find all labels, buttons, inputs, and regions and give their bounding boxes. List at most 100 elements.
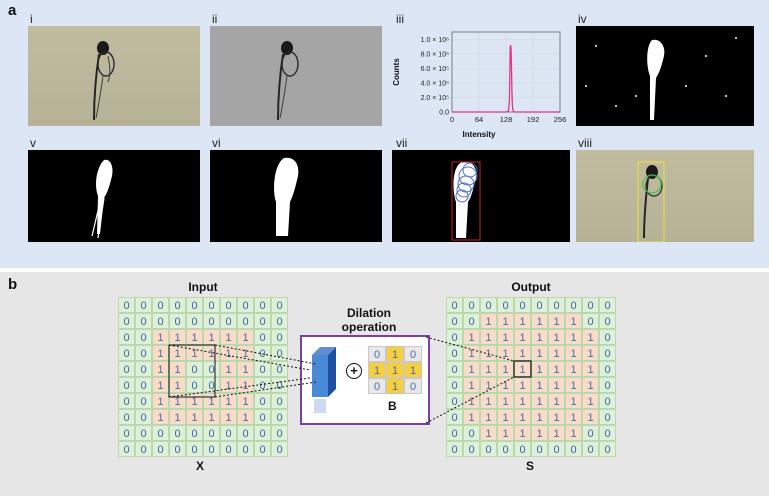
input-matrix-cell: 0 [271, 313, 288, 329]
output-matrix-cell: 0 [565, 441, 582, 457]
input-matrix-cell: 0 [220, 441, 237, 457]
output-matrix-cell: 1 [548, 329, 565, 345]
input-matrix-cell: 0 [135, 377, 152, 393]
input-matrix-cell: 1 [169, 409, 186, 425]
input-matrix-cell: 1 [152, 409, 169, 425]
output-matrix-cell: 1 [463, 361, 480, 377]
input-matrix-cell: 0 [135, 329, 152, 345]
oplus-icon: + [346, 363, 362, 379]
larva-detection-graphic [451, 161, 481, 241]
panel-a-letter: a [8, 2, 17, 19]
output-matrix-cell: 1 [480, 329, 497, 345]
cleaned-image [28, 150, 200, 242]
histogram-series-line [452, 45, 560, 113]
output-matrix-cell: 0 [582, 313, 599, 329]
input-matrix-cell: 0 [135, 393, 152, 409]
input-matrix-cell: 1 [169, 361, 186, 377]
histogram-x-tick-label: 192 [527, 115, 540, 124]
output-matrix-cell: 1 [582, 329, 599, 345]
output-matrix-cell: 1 [497, 377, 514, 393]
input-matrix-cell: 0 [254, 425, 271, 441]
eye-circle-green [642, 174, 662, 194]
output-matrix-cell: 1 [497, 425, 514, 441]
input-matrix-cell: 0 [118, 313, 135, 329]
input-matrix-cell: 0 [118, 345, 135, 361]
input-matrix-cell: 1 [220, 329, 237, 345]
larva-result-graphic [637, 161, 665, 242]
output-matrix-cell: 1 [514, 345, 531, 361]
input-matrix-cell: 1 [203, 393, 220, 409]
input-matrix-cell: 1 [186, 393, 203, 409]
larva-threshold-graphic [585, 37, 737, 120]
input-matrix-cell: 1 [152, 361, 169, 377]
kernel-cell: 1 [386, 362, 404, 378]
input-matrix-cell: 0 [152, 297, 169, 313]
output-matrix-cell: 0 [497, 297, 514, 313]
output-matrix-cell: 0 [548, 441, 565, 457]
input-matrix-cell: 0 [271, 329, 288, 345]
output-matrix-cell: 0 [599, 377, 616, 393]
input-matrix-cell: 0 [152, 425, 169, 441]
output-title: Output [511, 280, 551, 294]
histogram-x-tick-label: 64 [475, 115, 483, 124]
output-matrix-cell: 1 [497, 345, 514, 361]
input-matrix-cell: 1 [220, 393, 237, 409]
output-matrix-cell: 1 [514, 377, 531, 393]
input-matrix-cell: 0 [254, 313, 271, 329]
input-matrix-cell: 0 [203, 361, 220, 377]
output-matrix-cell: 0 [599, 313, 616, 329]
input-matrix-cell: 0 [254, 297, 271, 313]
subpanel-label-vii: vii [396, 136, 408, 150]
output-matrix-cell: 0 [514, 297, 531, 313]
detection-image [392, 150, 570, 242]
input-matrix-cell: 1 [169, 345, 186, 361]
output-matrix-cell: 1 [531, 345, 548, 361]
input-matrix-cell: 0 [118, 329, 135, 345]
input-matrix-cell: 1 [152, 345, 169, 361]
input-matrix-cell: 1 [237, 393, 254, 409]
output-matrix-cell: 0 [446, 409, 463, 425]
input-matrix-cell: 0 [237, 313, 254, 329]
input-matrix-cell: 0 [169, 313, 186, 329]
input-matrix-cell: 0 [203, 313, 220, 329]
output-symbol: S [526, 459, 535, 473]
output-matrix-cell: 1 [582, 409, 599, 425]
input-matrix-cell: 0 [271, 345, 288, 361]
kernel-cell: 1 [404, 362, 422, 378]
input-matrix-cell: 1 [237, 409, 254, 425]
output-matrix-cell: 1 [480, 425, 497, 441]
output-matrix-cell: 1 [531, 329, 548, 345]
output-matrix-cell: 1 [514, 329, 531, 345]
output-matrix-cell: 1 [531, 425, 548, 441]
detection-circle [456, 182, 472, 198]
output-matrix-cell: 0 [582, 297, 599, 313]
input-matrix-cell: 0 [186, 297, 203, 313]
bounding-box-red [451, 161, 481, 241]
input-matrix-cell: 0 [135, 345, 152, 361]
output-matrix-cell: 0 [480, 297, 497, 313]
input-matrix-cell: 0 [135, 441, 152, 457]
output-matrix-cell: 0 [548, 297, 565, 313]
larva-raw-graphic [93, 41, 115, 121]
input-matrix-cell: 1 [169, 393, 186, 409]
output-matrix-cell: 1 [531, 393, 548, 409]
output-matrix-cell: 0 [463, 441, 480, 457]
input-matrix-cell: 0 [203, 377, 220, 393]
input-matrix-cell: 1 [220, 409, 237, 425]
output-matrix-cell: 0 [446, 377, 463, 393]
output-matrix-cell: 1 [463, 393, 480, 409]
input-matrix-cell: 0 [271, 297, 288, 313]
output-matrix-cell: 1 [514, 313, 531, 329]
output-matrix-cell: 1 [480, 409, 497, 425]
subpanel-label-ii: ii [212, 12, 218, 26]
input-matrix-cell: 0 [135, 425, 152, 441]
filter-block-icon [312, 347, 336, 413]
output-matrix-cell: 1 [480, 377, 497, 393]
input-matrix-cell: 1 [220, 377, 237, 393]
output-matrix-cell: 1 [463, 345, 480, 361]
output-matrix-cell: 0 [446, 425, 463, 441]
input-matrix-cell: 0 [271, 377, 288, 393]
input-symbol: X [196, 459, 205, 473]
input-matrix-cell: 1 [186, 345, 203, 361]
